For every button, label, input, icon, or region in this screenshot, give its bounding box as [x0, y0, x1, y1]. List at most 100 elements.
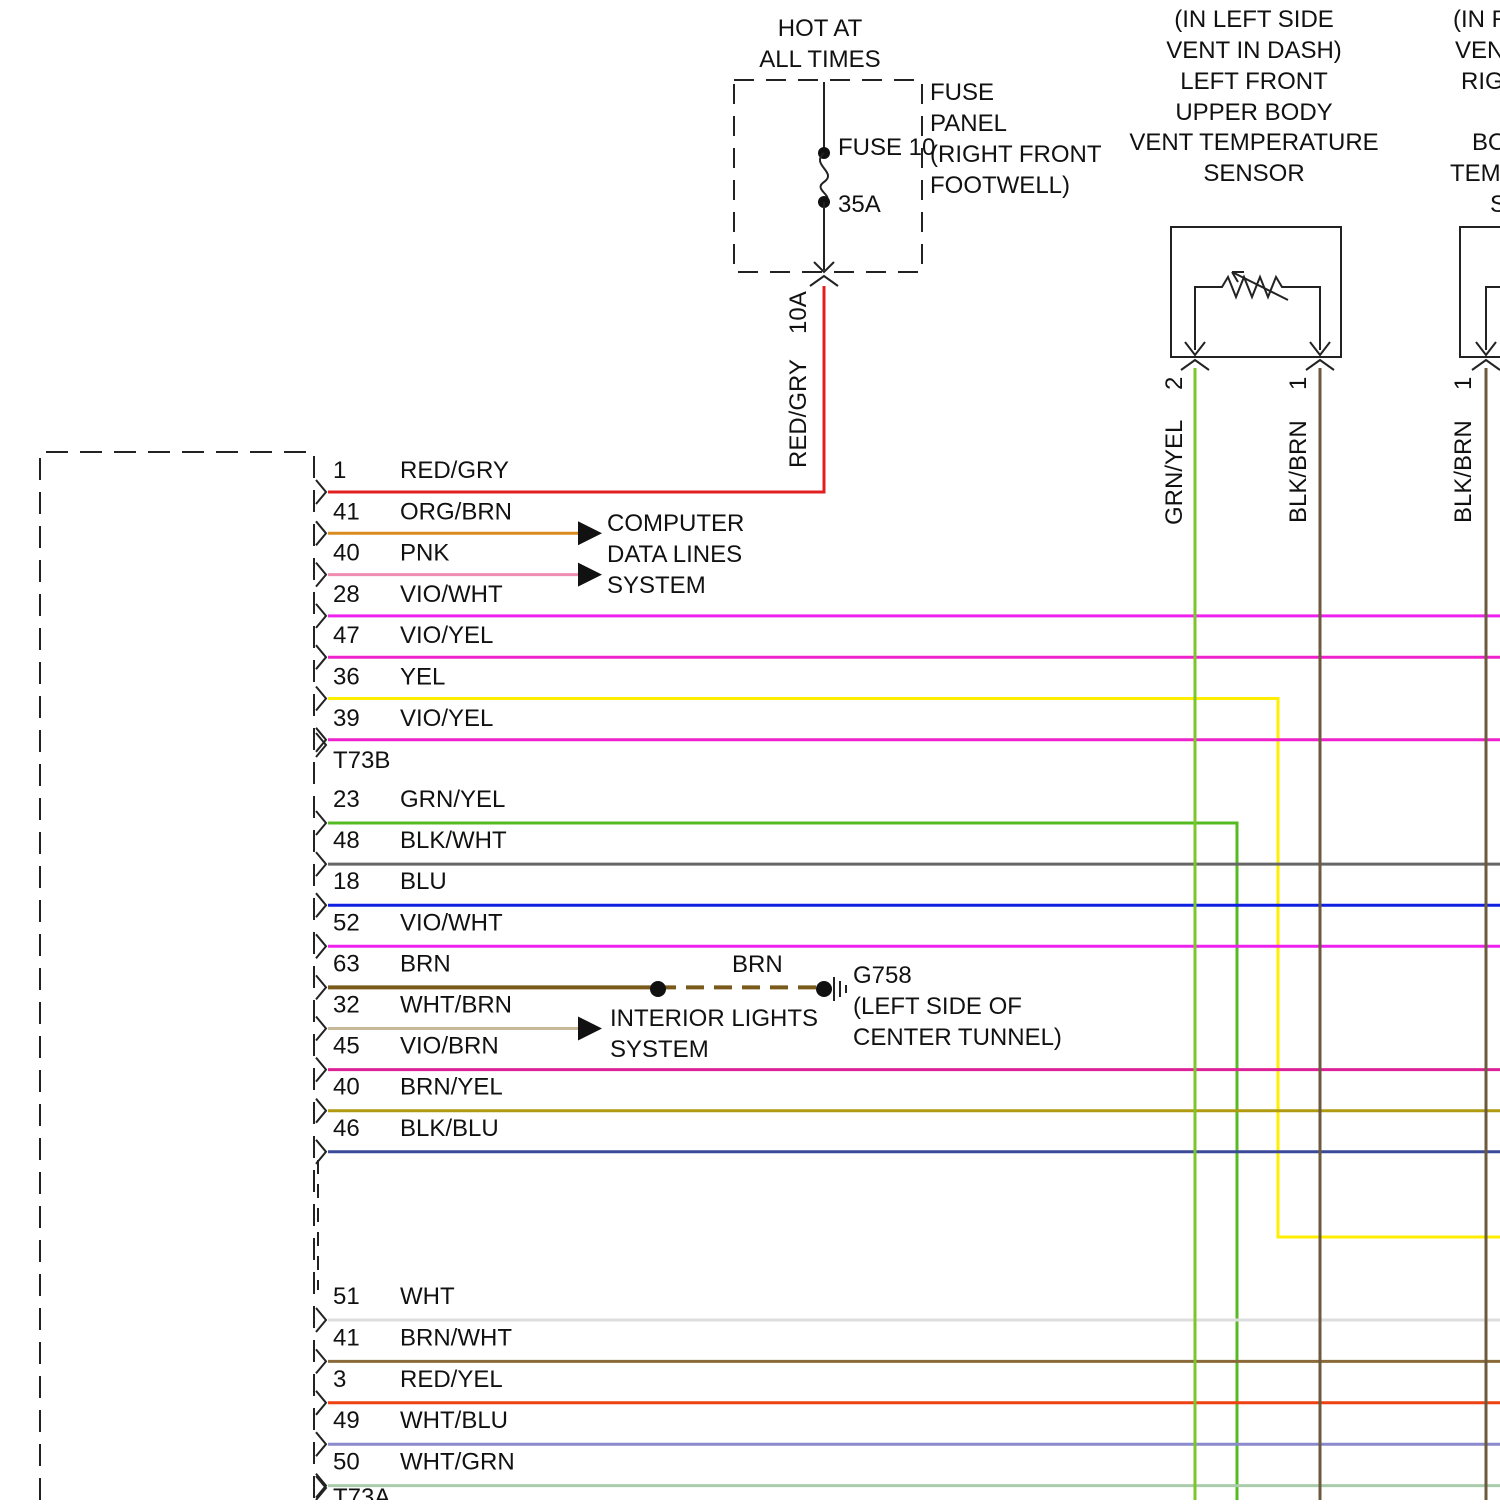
connector_T73B-pin-6-wire-label: VIO/YEL: [400, 705, 493, 732]
left-sensor-thermistor: [1195, 277, 1320, 350]
connector_group2-pin-5-number: 32: [333, 992, 360, 1019]
connector_T73B-pin-5-wire: [328, 699, 1500, 1238]
connector_T73A-pin-0-terminal: [316, 1308, 326, 1332]
connector_T73B-pin-3-number: 28: [333, 581, 360, 608]
connector_T73A-pin-1-number: 41: [333, 1324, 360, 1351]
connector_group2-pin-1-terminal: [316, 852, 326, 876]
right-sensor-title-line-3: RIG: [1461, 68, 1500, 95]
connector_T73B-pin-3-wire-label: VIO/WHT: [400, 581, 503, 608]
connector_T73B-pin-1-wire-label: ORG/BRN: [400, 498, 512, 525]
left-vent-temperature-sensor: (IN LEFT SIDE VENT IN DASH) LEFT FRONT U…: [1129, 6, 1378, 525]
connector_group2-pin-2-number: 18: [333, 868, 360, 895]
connector_group2-pin-6-wire-label: VIO/BRN: [400, 1033, 499, 1060]
connector_T73A-pin-2-terminal: [316, 1391, 326, 1415]
ground-splice-dot: [650, 981, 666, 997]
fuse-panel-label-line-4: FOOTWELL): [930, 172, 1070, 199]
right-vent-temperature-sensor: (IN R VEN RIG BO TEM S 1 BLK/BRN: [1450, 6, 1500, 523]
fuse-panel-label-line-1: FUSE: [930, 79, 994, 106]
connector_T73B-pin-2-wire-label: PNK: [400, 540, 449, 567]
interior-lights-label-line-2: SYSTEM: [610, 1036, 709, 1063]
hot-label-line-1: HOT AT: [778, 15, 863, 42]
connector_group2-pin-5-wire-label: WHT/BRN: [400, 992, 512, 1019]
control-module-outline: [40, 452, 314, 1500]
connector_group2-pin-2-wire-label: BLU: [400, 868, 447, 895]
connector_T73B-pin-1-number: 41: [333, 498, 360, 525]
connector_group2-pin-3-terminal: [316, 934, 326, 958]
right-sensor-title-line-1: (IN R: [1453, 6, 1500, 33]
fuse-output-pin-label: 10A: [785, 291, 812, 334]
fuse-panel-label-line-2: PANEL: [930, 110, 1007, 137]
fuse-output-wire-label: RED/GRY: [785, 359, 812, 468]
connector_group2-pin-4-number: 63: [333, 950, 360, 977]
left-sensor-title-line-2: VENT IN DASH): [1166, 37, 1342, 64]
ground-g758: BRN G758 (LEFT SIDE OF CENTER TUNNEL): [650, 951, 1062, 1051]
connector_group2-pin-7-number: 40: [333, 1074, 360, 1101]
connector_T73B-pin-2-number: 40: [333, 540, 360, 567]
connector_T73B-pin-1-terminal: [316, 521, 326, 545]
ground-wire-label: BRN: [732, 951, 783, 978]
left-sensor-title-line-1: (IN LEFT SIDE: [1174, 6, 1334, 33]
connector_T73A-pin-2-number: 3: [333, 1366, 346, 1393]
right-sensor-pin-1-wire: BLK/BRN: [1450, 420, 1477, 523]
left-sensor-title-line-3: LEFT FRONT: [1180, 68, 1328, 95]
connector_group2-pin-5-arrow: [578, 1017, 602, 1041]
left-sensor-pin-2-wire: GRN/YEL: [1161, 420, 1188, 525]
connector_group2-pin-3-number: 52: [333, 909, 360, 936]
connector_T73A-pin-4-wire-label: WHT/GRN: [400, 1449, 515, 1476]
connector_group2-pin-5-terminal: [316, 1017, 326, 1041]
connector_group2-pin-0-wire-label: GRN/YEL: [400, 786, 505, 813]
right-sensor-box: [1460, 227, 1500, 357]
connector_group2-pin-8-wire-label: BLK/BLU: [400, 1115, 499, 1142]
connector-t73a-name: T73A: [333, 1484, 390, 1500]
connector_group2-pin-2-terminal: [316, 893, 326, 917]
connector_group2-pin-8-number: 46: [333, 1115, 360, 1142]
connector_T73A-pin-3-wire-label: WHT/BLU: [400, 1407, 508, 1434]
connector_group2-pin-4-terminal: [316, 975, 326, 999]
connector_T73B-pin-5-wire-label: YEL: [400, 664, 445, 691]
fuse-panel: HOT AT ALL TIMES FUSE PANEL (RIGHT FRONT…: [734, 15, 1102, 468]
ground-name: G758: [853, 962, 912, 989]
connector_group2-pin-3-wire-label: VIO/WHT: [400, 909, 503, 936]
left-sensor-title-line-6: SENSOR: [1203, 160, 1304, 187]
connector_T73B-pin-2-arrow: [578, 563, 602, 587]
connector_group2-pin-1-number: 48: [333, 827, 360, 854]
left-sensor-title-line-5: VENT TEMPERATURE: [1129, 129, 1378, 156]
left-sensor-title-line-4: UPPER BODY: [1175, 99, 1332, 126]
connector_group2-pin-6-number: 45: [333, 1033, 360, 1060]
fuse-rating: 35A: [838, 191, 881, 218]
left-sensor-box: [1171, 227, 1341, 357]
ground-location-line-2: CENTER TUNNEL): [853, 1024, 1062, 1051]
connector_T73A-pin-4-number: 50: [333, 1449, 360, 1476]
connector_T73B-pin-5-number: 36: [333, 664, 360, 691]
connector_T73B-pin-0-wire-label: RED/GRY: [400, 457, 509, 484]
connector_T73B-pin-4-wire-label: VIO/YEL: [400, 622, 493, 649]
hot-label-line-2: ALL TIMES: [759, 46, 880, 73]
connector_T73B-pin-3-terminal: [316, 604, 326, 628]
connector_T73A-pin-1-wire-label: BRN/WHT: [400, 1324, 512, 1351]
connector_T73A-pin-2-wire-label: RED/YEL: [400, 1366, 503, 1393]
ground-location-line-1: (LEFT SIDE OF: [853, 993, 1022, 1020]
sensor-wires: [1195, 368, 1486, 1500]
right-sensor-title-line-6: TEM: [1450, 160, 1500, 187]
right-sensor-title-line-5: BO: [1472, 129, 1500, 156]
connector_T73B-pin-0-terminal: [316, 480, 326, 504]
right-sensor-pin-1-number: 1: [1450, 377, 1477, 390]
connector-t73b-name: T73B: [333, 747, 390, 774]
connector_T73A-pin-0-number: 51: [333, 1283, 360, 1310]
connector_group2-pin-0-terminal: [316, 811, 326, 835]
computer-data-lines-label-line-1: COMPUTER: [607, 510, 744, 537]
connector_T73A-pin-3-number: 49: [333, 1407, 360, 1434]
connector_T73B-pin-6-number: 39: [333, 705, 360, 732]
interior-lights-label-line-1: INTERIOR LIGHTS: [610, 1005, 818, 1032]
ground-terminal-dot: [816, 981, 832, 997]
left-sensor-pin-1-number: 1: [1285, 377, 1312, 390]
connector_group2-pin-4-wire-label: BRN: [400, 950, 451, 977]
connector_T73B-pin-4-number: 47: [333, 622, 360, 649]
connector_group2-pin-7-wire-label: BRN/YEL: [400, 1074, 503, 1101]
right-sensor-title-line-2: VEN: [1455, 37, 1500, 64]
connector_T73B-pin-2-terminal: [316, 563, 326, 587]
connector_group2-pin-0-number: 23: [333, 786, 360, 813]
